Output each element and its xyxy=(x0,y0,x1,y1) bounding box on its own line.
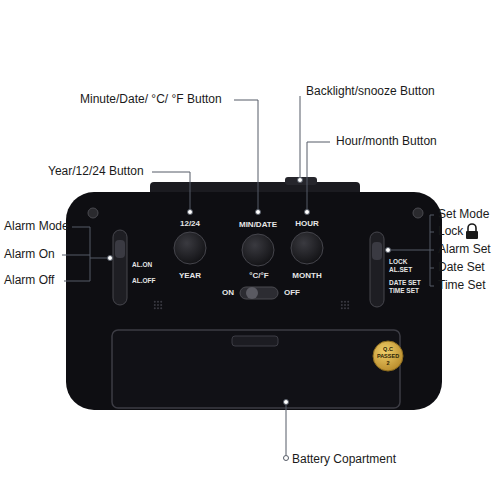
panel-print: LOCK xyxy=(389,258,407,265)
panel-print: YEAR xyxy=(179,272,201,281)
qc-sticker xyxy=(373,341,403,371)
battery-latch xyxy=(232,336,278,346)
panel-print: MIN/DATE xyxy=(239,221,277,230)
leader-dots xyxy=(108,178,391,461)
callout-label: Alarm Set xyxy=(438,243,491,256)
callout-label: Set Mode xyxy=(438,208,489,221)
callout-label: Time Set xyxy=(438,279,486,292)
panel-print: TIME SET xyxy=(389,287,419,294)
sticker-text: Q.C xyxy=(383,346,393,352)
callout-label: Date Set xyxy=(438,261,485,274)
callout-label: Alarm Off xyxy=(4,274,54,287)
leader-lines xyxy=(62,96,434,455)
battery-compartment xyxy=(112,330,400,408)
callout-label: Year/12/24 Button xyxy=(48,165,144,178)
panel-print: 12/24 xyxy=(180,220,200,229)
panel-print: °C/°F xyxy=(249,272,268,281)
screw-hole xyxy=(413,208,423,218)
alarm-slider xyxy=(113,230,127,305)
screw-hole xyxy=(88,208,98,218)
callout-label: Lock xyxy=(438,225,463,238)
temp-switch xyxy=(240,287,278,299)
panel-print: DATE SET xyxy=(389,279,421,286)
panel-print: AL.ON xyxy=(132,261,152,268)
speaker-holes xyxy=(154,301,349,309)
panel-print: OFF xyxy=(284,289,300,298)
sticker-text: PASSED xyxy=(377,353,399,359)
panel-print: AL.OFF xyxy=(132,277,155,284)
panel-print: HOUR xyxy=(295,220,319,229)
min-date-button xyxy=(242,234,274,266)
switch-knob xyxy=(246,287,258,299)
year-button xyxy=(174,232,206,264)
callout-label: Battery Copartment xyxy=(292,453,396,466)
callout-label: Alarm On xyxy=(4,248,55,261)
callout-label: Backlight/snooze Button xyxy=(306,85,435,98)
lock-icon xyxy=(466,224,478,239)
slider-knob xyxy=(372,242,382,260)
hour-button xyxy=(291,232,323,264)
clock-body xyxy=(66,192,442,410)
panel-print: ON xyxy=(222,289,234,298)
panel-print: MONTH xyxy=(292,272,321,281)
snooze-button xyxy=(285,177,317,185)
slider-knob xyxy=(115,240,125,258)
callout-label: Minute/Date/ °C/ °F Button xyxy=(80,93,222,106)
mode-slider xyxy=(370,232,384,307)
callout-label: Alarm Mode xyxy=(4,220,69,233)
callout-label: Hour/month Button xyxy=(336,135,437,148)
panel-print: AL.SET xyxy=(389,266,412,273)
sticker-text: 2 xyxy=(386,360,389,366)
